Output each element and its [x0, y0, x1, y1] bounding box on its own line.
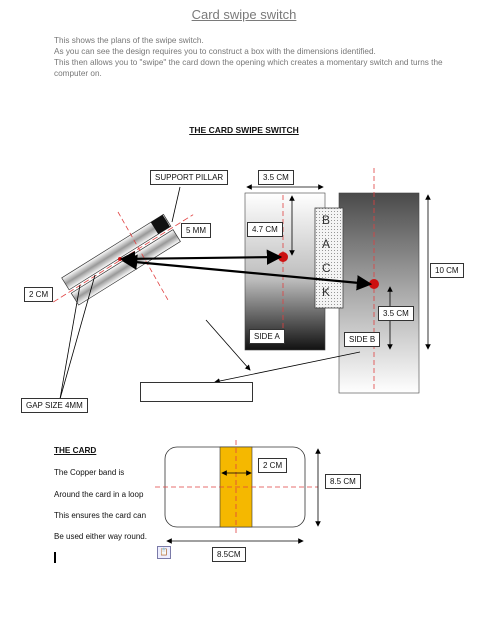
back-letter: A [322, 237, 331, 251]
intro-paragraph: This shows the plans of the swipe switch… [54, 35, 474, 79]
height-4-7-label: 4.7 CM [247, 222, 283, 237]
height-3-5-label: 3.5 CM [378, 306, 414, 321]
height-10-label: 10 CM [430, 263, 464, 278]
card-heading: THE CARD [54, 446, 97, 455]
band-width-label: 2 CM [258, 458, 288, 473]
card-width-label: 8.5CM [212, 547, 246, 562]
intro-line: This shows the plans of the swipe switch… [54, 36, 204, 45]
back-letter: B [322, 213, 331, 227]
side-a-label: SIDE A [249, 329, 285, 344]
card-text-line: Around the card in a loop [54, 490, 144, 499]
support-pillar-label: SUPPORT PILLAR [150, 170, 229, 185]
intro-line: This then allows you to "swipe" the card… [54, 58, 443, 67]
width-3-5-label: 3.5 CM [258, 170, 294, 185]
page-title: Card swipe switch [191, 7, 297, 22]
back-letter: C [322, 261, 331, 275]
side-b-label: SIDE B [344, 332, 381, 347]
side-a-panel [244, 192, 326, 351]
back-letter: K [322, 285, 331, 299]
card-text-line: Be used either way round. [54, 532, 147, 541]
blank-text-box [140, 382, 253, 402]
card-height-label: 8.5 CM [325, 474, 361, 489]
diagram-title: THE CARD SWIPE SWITCH [189, 125, 299, 135]
intro-line: As you can see the design requires you t… [54, 47, 376, 56]
gap-size-label: GAP SIZE 4MM [21, 398, 88, 413]
paste-options-icon[interactable]: 📋 [157, 546, 171, 559]
card-text-line: This ensures the card can [54, 511, 147, 520]
text-cursor-icon [54, 552, 56, 563]
two-cm-label: 2 CM [24, 287, 54, 302]
five-mm-label: 5 MM [181, 223, 211, 238]
card-text-line: The Copper band is [54, 468, 125, 477]
side-b-panel [338, 192, 420, 394]
intro-line: computer on. [54, 69, 102, 78]
